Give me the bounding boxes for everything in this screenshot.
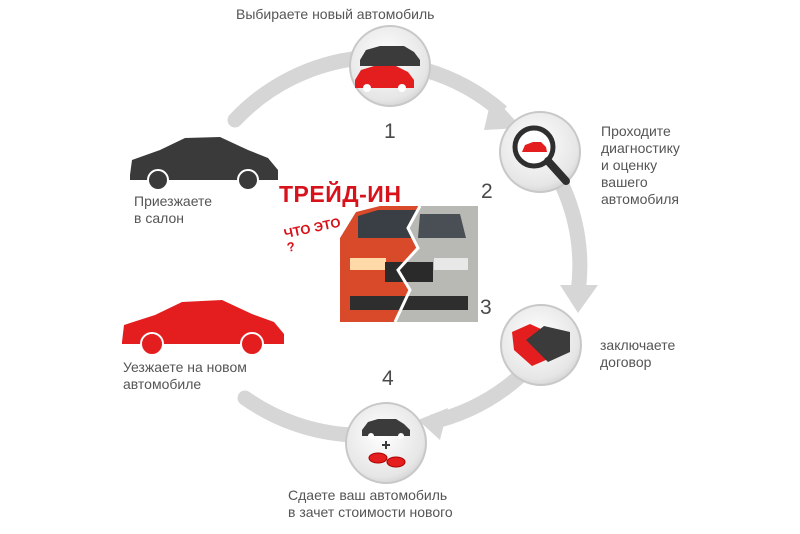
handshake-icon	[512, 324, 570, 366]
step-1-label: Выбираете новый автомобиль	[236, 6, 435, 22]
step-1-circle	[349, 25, 431, 107]
step-4-label: Сдаете ваш автомобиль в зачет стоимости …	[288, 487, 453, 520]
step-2-circle	[499, 111, 581, 193]
cycle-ring	[227, 50, 598, 443]
ring-arrowhead-1	[484, 95, 522, 130]
step-1-number: 1	[384, 120, 396, 143]
step-2-number: 2	[481, 180, 493, 203]
step-4-number: 4	[382, 367, 394, 390]
two-cars-icon	[355, 46, 420, 92]
ring-arc-left-top	[227, 50, 368, 128]
step-3-label: заключаете договор	[600, 337, 676, 370]
step-3-circle	[500, 304, 582, 386]
step-2-label: Проходите диагностику и оценку вашего ав…	[601, 123, 680, 207]
red-sedan-icon	[122, 300, 284, 356]
ring-arc-right	[555, 181, 588, 294]
diagram-title: ТРЕЙД-ИН	[279, 181, 402, 207]
arrive-label: Приезжаете в салон	[134, 193, 213, 226]
ring-arrowhead-2	[560, 285, 598, 313]
center-suv-illustration	[340, 205, 478, 323]
ring-arc-bottom-left	[237, 390, 360, 443]
leave-label: Уезжаете на новом автомобиле	[123, 359, 247, 392]
dark-sedan-icon	[130, 137, 278, 191]
car-plus-coins-icon	[362, 419, 410, 468]
step-4-circle	[345, 402, 427, 484]
magnifier-car-icon	[512, 125, 570, 185]
ring-arrowhead-3	[418, 408, 448, 440]
step-3-number: 3	[480, 296, 492, 319]
